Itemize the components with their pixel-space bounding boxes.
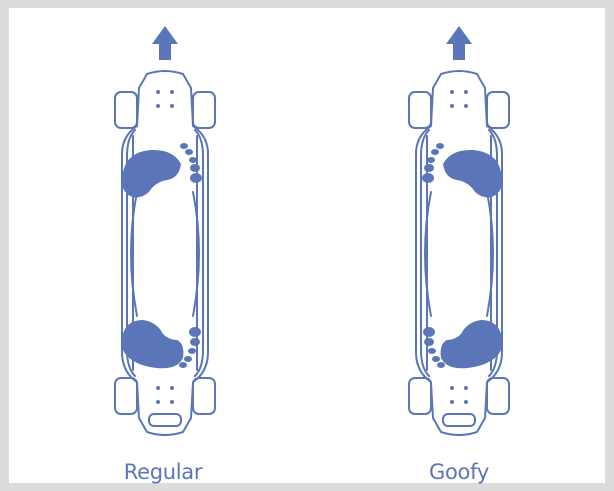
deck-rail bbox=[420, 129, 430, 377]
deck-rail bbox=[192, 191, 200, 317]
back-foot-icon bbox=[423, 320, 503, 369]
goofy-stance-label: Goofy bbox=[429, 460, 489, 484]
deck-rail bbox=[424, 191, 432, 317]
back-foot-icon bbox=[121, 320, 201, 369]
rear-right-wheel bbox=[486, 377, 510, 415]
direction-arrow-icon bbox=[446, 26, 472, 60]
front-foot-icon bbox=[422, 143, 503, 198]
diagram-panel: Regular bbox=[9, 8, 605, 484]
rear-right-wheel bbox=[192, 377, 216, 415]
deck-rail bbox=[130, 191, 138, 317]
skateboard-regular-stance-icon bbox=[114, 26, 216, 436]
front-foot-icon bbox=[121, 143, 202, 198]
rear-left-wheel bbox=[408, 377, 432, 415]
deck-rail bbox=[194, 129, 204, 377]
front-right-wheel bbox=[486, 91, 510, 129]
direction-arrow-icon bbox=[152, 26, 178, 60]
deck-rail bbox=[488, 129, 498, 377]
deck-rail bbox=[126, 129, 136, 377]
goofy-stance-figure: Goofy bbox=[399, 22, 519, 484]
deck-rail bbox=[486, 191, 494, 317]
deck-outline bbox=[121, 70, 209, 436]
front-left-wheel bbox=[114, 91, 138, 129]
regular-stance-figure: Regular bbox=[105, 22, 225, 484]
skateboard-goofy-stance-icon bbox=[408, 26, 510, 436]
front-left-wheel bbox=[408, 91, 432, 129]
deck-outline bbox=[415, 70, 503, 436]
handle-slot bbox=[442, 413, 476, 427]
handle-slot bbox=[148, 413, 182, 427]
rear-left-wheel bbox=[114, 377, 138, 415]
front-right-wheel bbox=[192, 91, 216, 129]
regular-stance-label: Regular bbox=[123, 460, 203, 484]
